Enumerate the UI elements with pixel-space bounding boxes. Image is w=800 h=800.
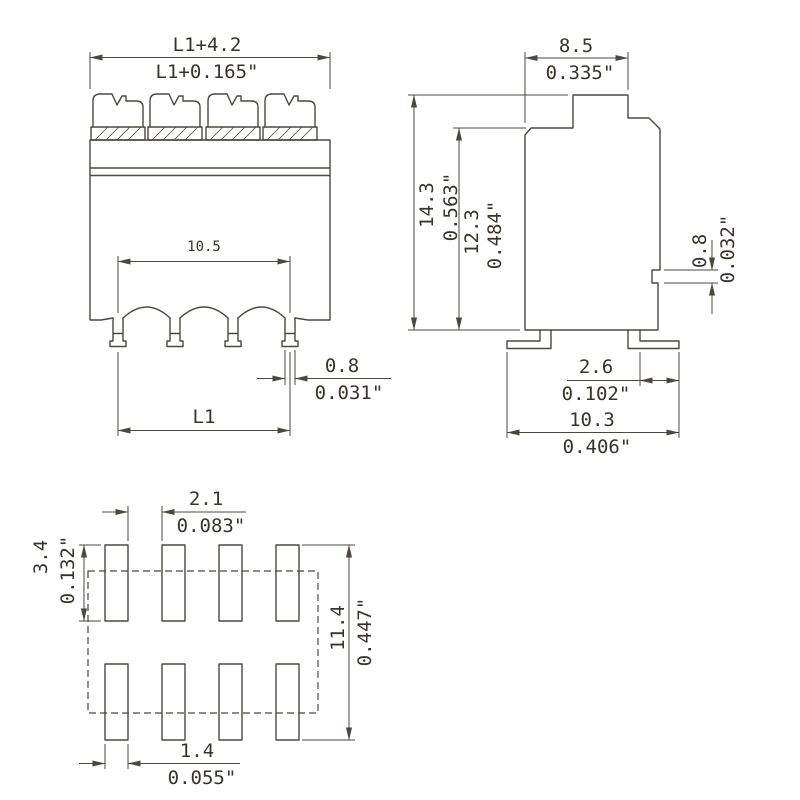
dim-front-pitch: 10.5 (117, 239, 291, 313)
dim-front-overall-width: L1+4.2 L1+0.165" (89, 34, 331, 89)
dim-footprint-pad-height: 3.4 0.132" (30, 536, 101, 622)
label-footprint-pad-width-in: 0.055" (168, 767, 237, 789)
dim-front-pin-width: 0.8 0.031" (257, 350, 391, 404)
label-side-foot-mm: 2.6 (579, 356, 613, 378)
label-side-overall-width-mm: 10.3 (569, 409, 615, 431)
footprint-part (87, 544, 319, 741)
label-footprint-gap-in: 0.083" (177, 515, 246, 537)
label-front-pin-width-in: 0.031" (315, 382, 384, 404)
label-front-length-mm: L1 (193, 406, 216, 428)
label-footprint-gap-mm: 2.1 (189, 488, 223, 510)
label-side-foot-in: 0.102" (562, 383, 631, 405)
label-footprint-span-in: 0.447" (354, 598, 376, 667)
dim-side-body-height: 12.3 0.484" (453, 127, 526, 331)
dim-footprint-span: 11.4 0.447" (302, 544, 376, 741)
label-footprint-pad-width-mm: 1.4 (180, 740, 214, 762)
label-side-total-height-mm: 14.3 (416, 182, 438, 228)
label-footprint-pad-height-in: 0.132" (57, 536, 79, 605)
front-view: L1+4.2 L1+0.165" 10.5 0.8 0.031" L1 (89, 34, 391, 436)
side-view: 8.5 0.335" 14.3 0.563" 12.3 0.484" 0.8 0… (408, 35, 739, 458)
footprint-view: 2.1 0.083" 3.4 0.132" 11.4 0.447" 1.4 0.… (30, 488, 376, 789)
label-front-overall-mm: L1+4.2 (173, 34, 242, 56)
front-contact-pads (90, 126, 318, 141)
side-left-foot (506, 329, 552, 350)
dim-side-step: 0.8 0.032" (664, 215, 739, 314)
side-right-foot (627, 329, 680, 350)
front-body-lines (89, 167, 331, 177)
label-front-pitch-mm: 10.5 (187, 239, 221, 255)
dim-footprint-gap: 2.1 0.083" (102, 488, 246, 541)
label-side-body-height-mm: 12.3 (461, 209, 483, 255)
footprint-pads-bottom (104, 663, 300, 741)
label-side-step-in: 0.032" (717, 215, 739, 284)
dim-side-overall-width: 10.3 0.406" (506, 352, 680, 458)
footprint-pads-top (104, 544, 300, 622)
label-side-depth-in: 0.335" (546, 62, 615, 84)
label-footprint-span-mm: 11.4 (327, 605, 349, 651)
label-side-step-mm: 0.8 (689, 234, 711, 268)
label-side-overall-width-in: 0.406" (563, 436, 632, 458)
dim-side-depth: 8.5 0.335" (524, 35, 629, 123)
front-pins (109, 317, 299, 348)
label-side-body-height-in: 0.484" (484, 201, 506, 270)
label-side-depth-mm: 8.5 (559, 35, 593, 57)
footprint-body-outline (87, 570, 319, 714)
front-part (89, 93, 331, 348)
label-front-overall-in: L1+0.165" (156, 61, 259, 83)
side-part (506, 94, 680, 350)
label-footprint-pad-height-mm: 3.4 (30, 540, 52, 574)
dim-side-foot: 2.6 0.102" (562, 352, 680, 405)
label-front-pin-width-mm: 0.8 (325, 355, 359, 377)
dim-footprint-pad-width: 1.4 0.055" (79, 740, 240, 789)
dim-front-length: L1 (117, 352, 291, 436)
front-spring-clamps (92, 93, 316, 128)
